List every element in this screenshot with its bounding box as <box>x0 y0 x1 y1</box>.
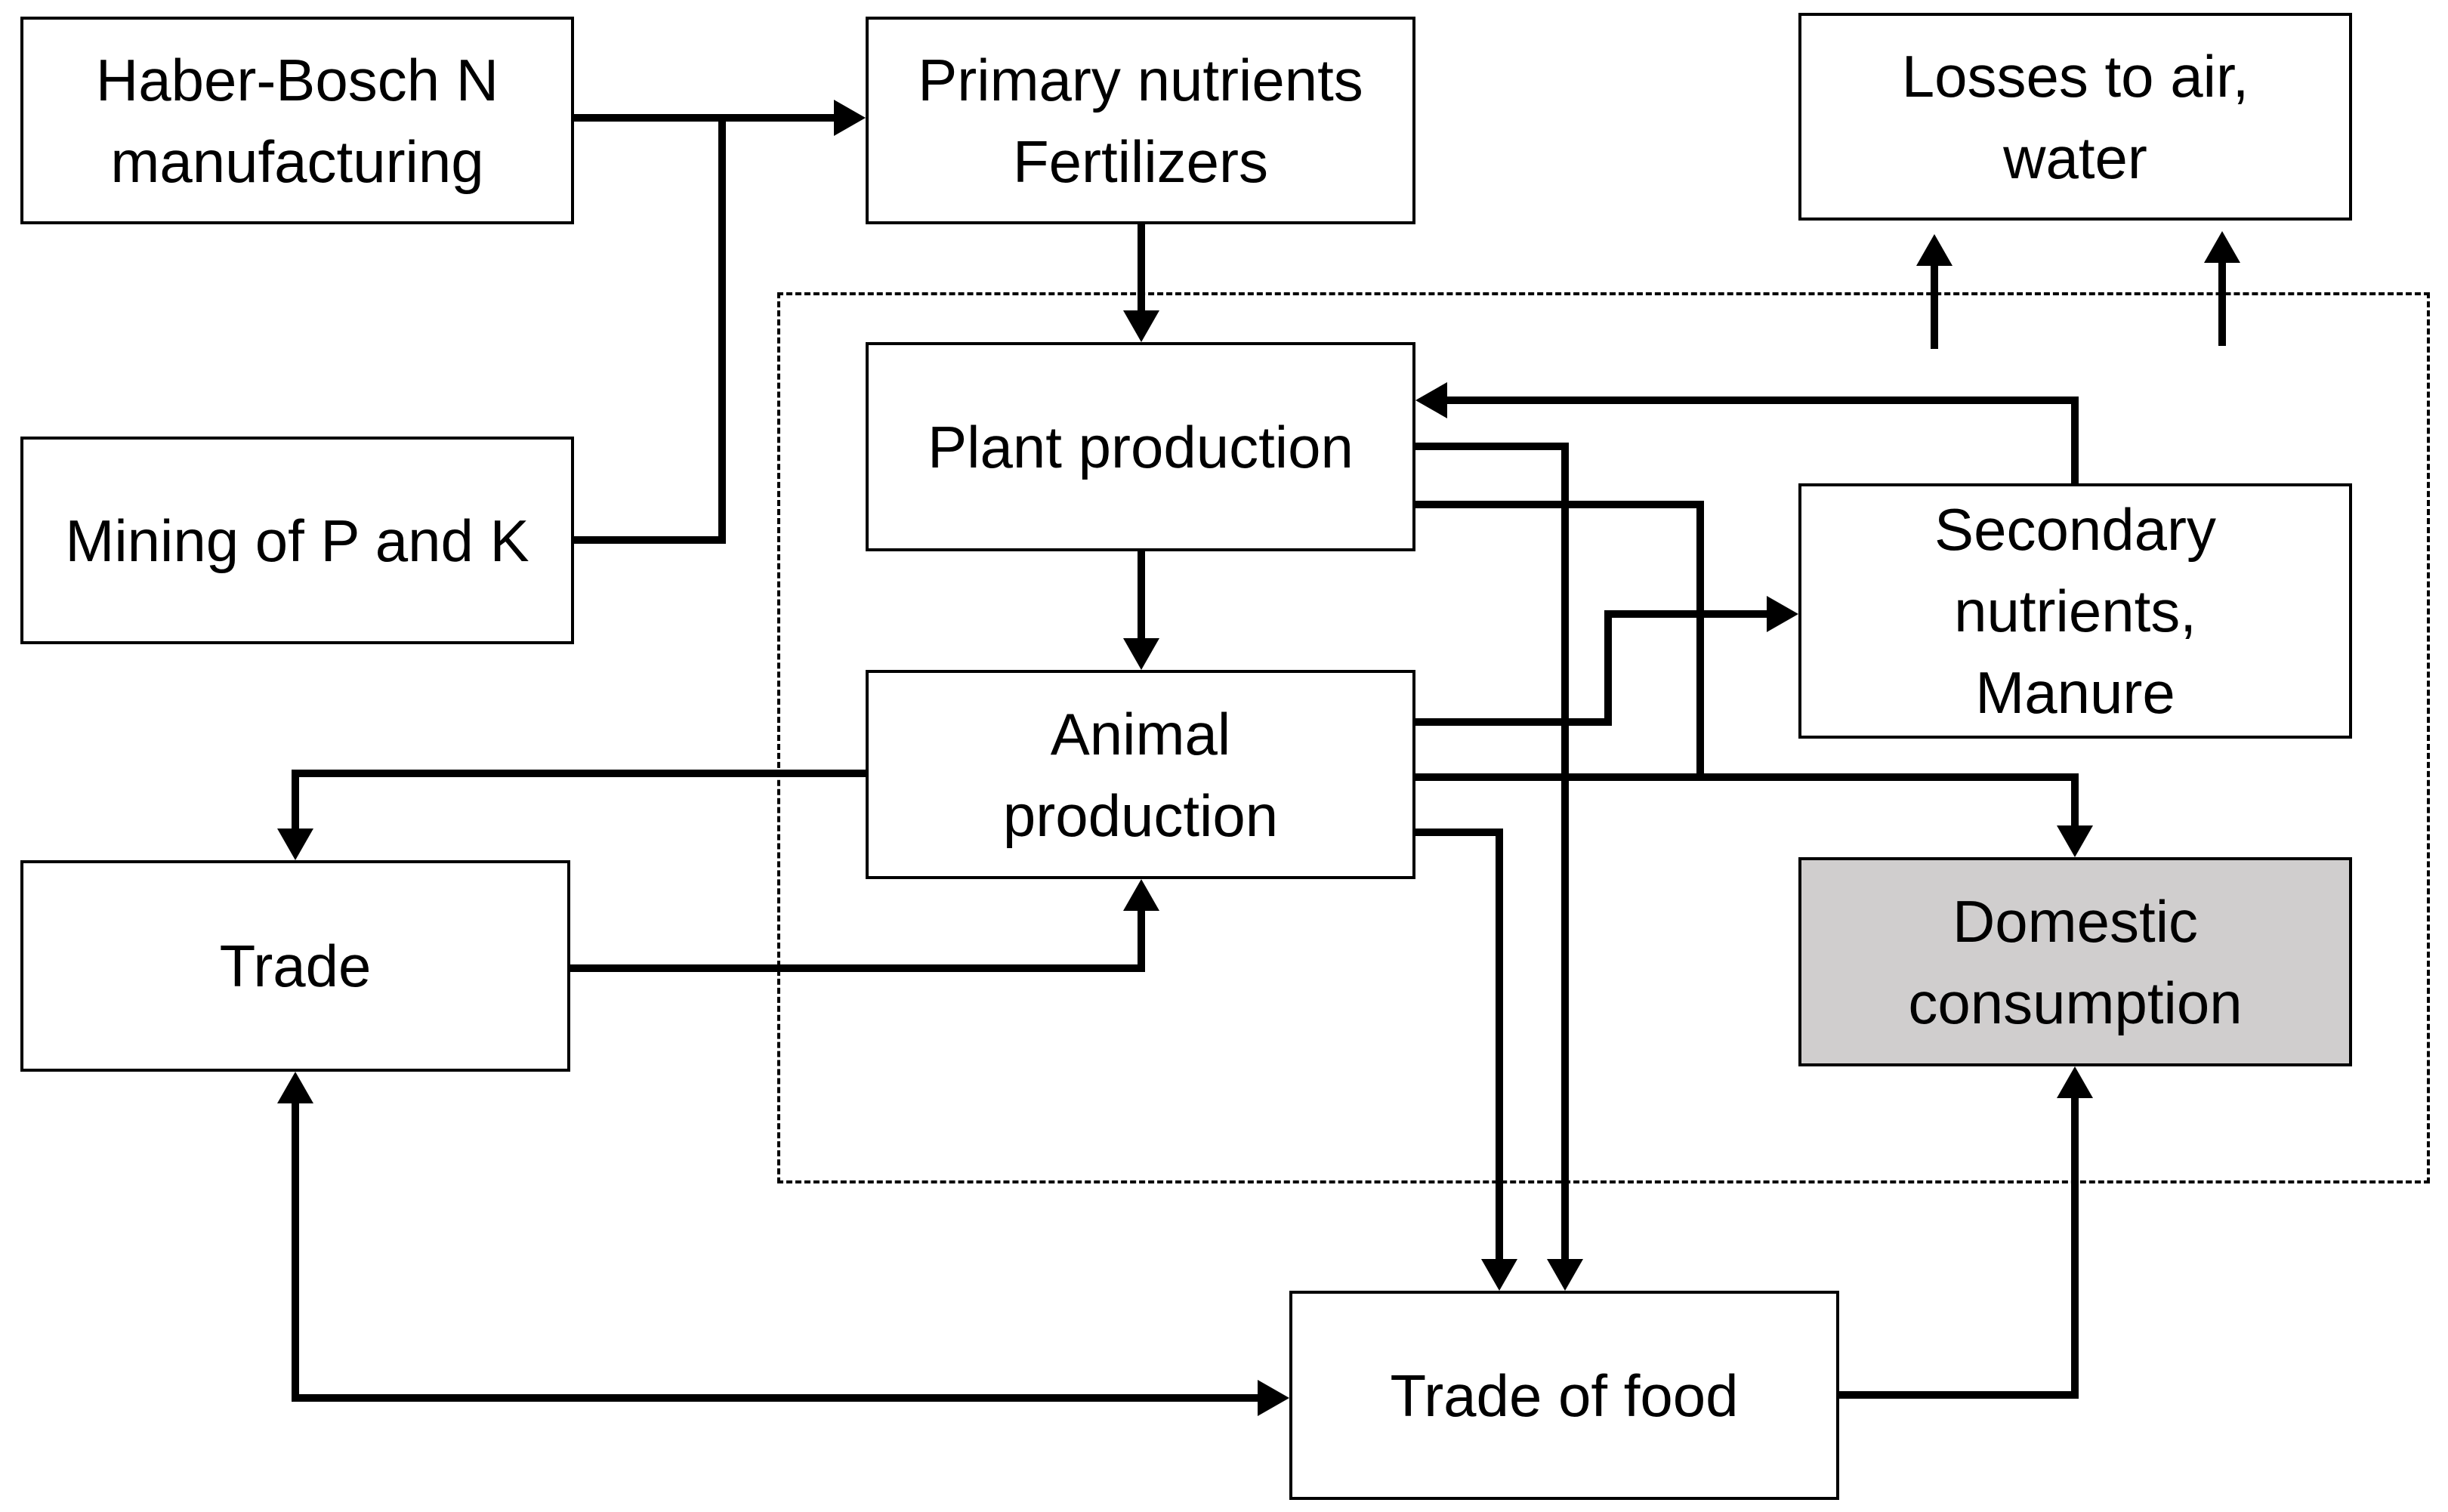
animal-to-trade-of-food-arrow-line <box>1415 829 1503 1264</box>
secondary-nutrients-label-line-2: nutrients, <box>1954 578 2196 644</box>
mining-label-line-1: Mining of P and K <box>65 507 529 574</box>
trade-of-food-to-domestic-arrow-line <box>1839 1094 2079 1399</box>
trade-box: Trade <box>20 860 570 1072</box>
animal-to-trade-arrow <box>277 770 866 860</box>
domestic-consumption-label-line-1: Domestic <box>1952 887 2199 955</box>
animal-to-secondary-arrow-arrowhead <box>1767 596 1798 632</box>
haber-bosch-label-line-1: Haber-Bosch N <box>95 46 499 113</box>
trade-to-animal-arrow <box>570 879 1159 972</box>
plant-to-trade-of-food-arrow-arrowhead <box>1547 1259 1583 1291</box>
primary-to-plant-arrow-arrowhead <box>1123 310 1159 342</box>
domestic-consumption-label-line-2: consumption <box>1908 969 2243 1036</box>
secondary-nutrients-box: Secondary nutrients, Manure <box>1798 483 2352 739</box>
plant-to-domestic-connector <box>1415 501 1704 777</box>
animal-production-label-line-1: Animal <box>1050 700 1231 767</box>
haber-bosch-to-primary-arrow <box>574 100 866 136</box>
secondary-nutrients-label-line-3: Manure <box>1975 659 2175 726</box>
losses-label-line-1: Losses to air, <box>1901 42 2249 110</box>
losses-arrow-left-arrowhead <box>1916 234 1953 266</box>
secondary-to-plant-arrow-arrowhead <box>1415 382 1447 418</box>
animal-to-trade-arrow-arrowhead <box>277 829 313 860</box>
animal-to-trade-arrow-line <box>292 770 866 833</box>
trade-trade-of-food-arrow-arrowhead-start <box>277 1072 313 1103</box>
mining-box: Mining of P and K <box>20 437 574 644</box>
system-boundary <box>777 292 2430 1183</box>
losses-arrow-left <box>1916 234 1953 349</box>
haber-bosch-box: Haber-Bosch N manufacturing <box>20 17 574 224</box>
primary-nutrients-label-line-1: Primary nutrients <box>918 46 1363 113</box>
animal-to-trade-of-food-arrow <box>1415 829 1517 1291</box>
plant-production-label-line-1: Plant production <box>928 413 1354 480</box>
plant-to-trade-of-food-arrow-line <box>1415 443 1569 1264</box>
plant-production-box: Plant production <box>866 342 1415 551</box>
secondary-to-plant-arrow-line <box>1443 397 2079 483</box>
animal-production-box: Animal production <box>866 670 1415 879</box>
haber-bosch-label-line-2: manufacturing <box>110 128 484 195</box>
trade-to-animal-arrow-line <box>570 906 1145 972</box>
plant-to-animal-arrow <box>1123 551 1159 670</box>
losses-label-line-2: water <box>2003 124 2147 191</box>
domestic-consumption-box: Domestic consumption <box>1798 857 2352 1066</box>
animal-to-secondary-arrow-line <box>1415 610 1771 726</box>
secondary-nutrients-label-line-1: Secondary <box>1934 496 2216 563</box>
animal-production-label-line-2: production <box>1002 782 1279 849</box>
trade-of-food-to-domestic-arrow <box>1839 1066 2093 1399</box>
trade-trade-of-food-arrow <box>277 1072 1289 1416</box>
trade-of-food-box: Trade of food <box>1289 1291 1839 1500</box>
primary-to-plant-arrow <box>1123 224 1159 342</box>
animal-to-secondary-arrow <box>1415 596 1798 726</box>
plant-to-domestic-connector-line <box>1415 501 1704 777</box>
animal-to-domestic-arrow-line <box>1415 773 2079 830</box>
losses-box: Losses to air, water <box>1798 13 2352 221</box>
plant-to-animal-arrow-arrowhead <box>1123 638 1159 670</box>
secondary-to-plant-arrow <box>1415 382 2079 483</box>
mining-to-primary-connector <box>574 118 726 544</box>
primary-nutrients-label-line-2: Fertilizers <box>1012 128 1268 195</box>
animal-to-domestic-arrow <box>1415 773 2093 857</box>
haber-bosch-to-primary-arrow-arrowhead <box>834 100 866 136</box>
trade-trade-of-food-arrow-line <box>292 1099 1262 1402</box>
animal-to-domestic-arrow-arrowhead <box>2057 825 2093 857</box>
trade-trade-of-food-arrow-arrowhead <box>1258 1380 1289 1416</box>
trade-of-food-label-line-1: Trade of food <box>1390 1362 1739 1429</box>
losses-arrow-right <box>2204 231 2240 346</box>
mining-to-primary-connector-line <box>574 118 726 544</box>
losses-arrow-right-arrowhead <box>2204 231 2240 263</box>
trade-of-food-to-domestic-arrow-arrowhead <box>2057 1066 2093 1098</box>
trade-label-line-1: Trade <box>219 933 372 999</box>
trade-to-animal-arrow-arrowhead <box>1123 879 1159 911</box>
animal-to-trade-of-food-arrow-arrowhead <box>1481 1259 1517 1291</box>
plant-to-trade-of-food-arrow <box>1415 443 1583 1291</box>
